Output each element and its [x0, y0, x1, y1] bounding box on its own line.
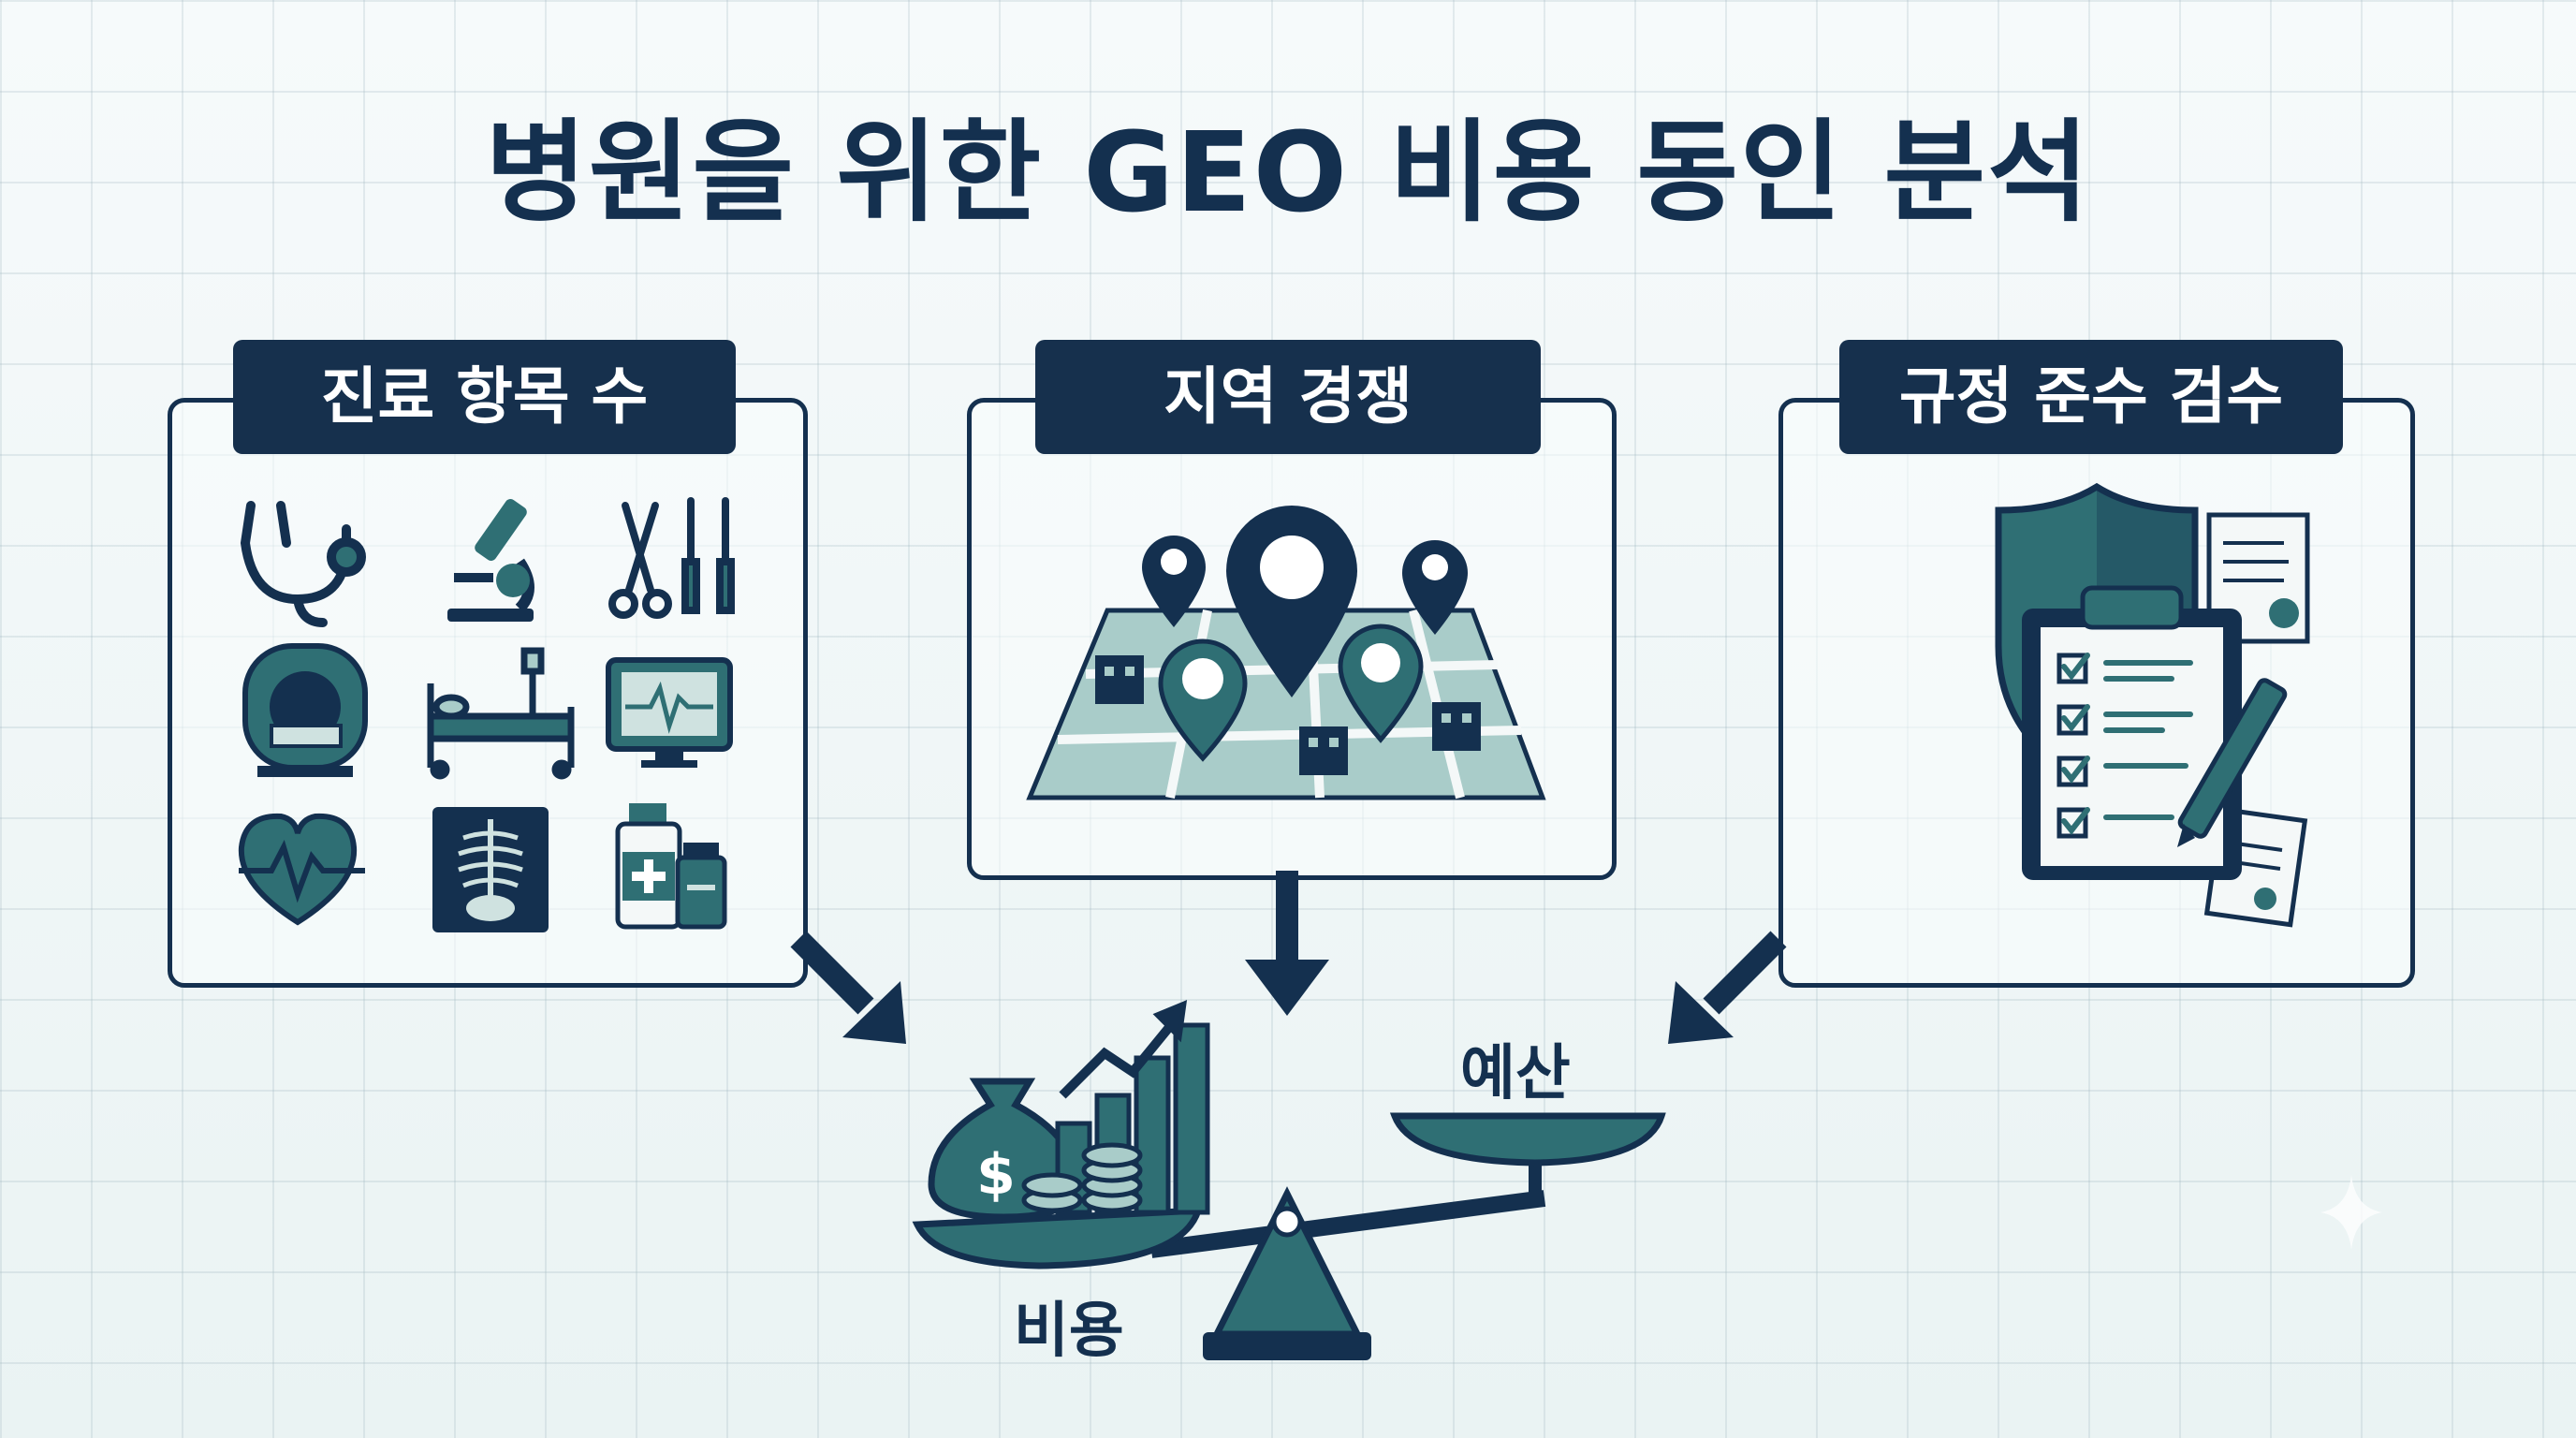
surgical-tools-icon: [608, 497, 735, 619]
balance-scale-icon: [912, 1112, 1666, 1360]
budget-label: 예산: [1460, 1039, 1571, 1108]
page-title: 병원을 위한 GEO 비용 동인 분석: [485, 108, 2091, 237]
location-pin-icon: [1142, 506, 1468, 762]
clipboard-checklist-icon: [2022, 585, 2242, 880]
medicine-bottles-icon: [615, 803, 727, 930]
coin-stack-icon: [1021, 1142, 1143, 1213]
xray-icon: [432, 807, 549, 932]
arrow-competition-to-cost: [1245, 871, 1329, 1016]
microscope-icon: [447, 499, 534, 622]
arrow-services-to-cost: [790, 931, 906, 1044]
mri-scanner-icon: [242, 643, 368, 777]
heartbeat-icon: [238, 813, 365, 926]
factor-label-services: 진료 항목 수: [233, 340, 736, 454]
stethoscope-icon: [240, 501, 366, 627]
sparkle-icon: [2320, 1175, 2382, 1250]
currency-symbol: $: [976, 1142, 1016, 1208]
hospital-building-icon: [1095, 655, 1481, 775]
pen-icon: [2177, 678, 2288, 847]
arrow-compliance-to-budget: [1668, 931, 1787, 1044]
heart-monitor-icon: [606, 657, 733, 768]
cost-label: 비용: [1014, 1297, 1124, 1366]
factor-label-compliance: 규정 준수 검수: [1839, 340, 2343, 454]
factor-label-competition: 지역 경쟁: [1035, 340, 1541, 454]
hospital-bed-icon: [427, 647, 575, 780]
